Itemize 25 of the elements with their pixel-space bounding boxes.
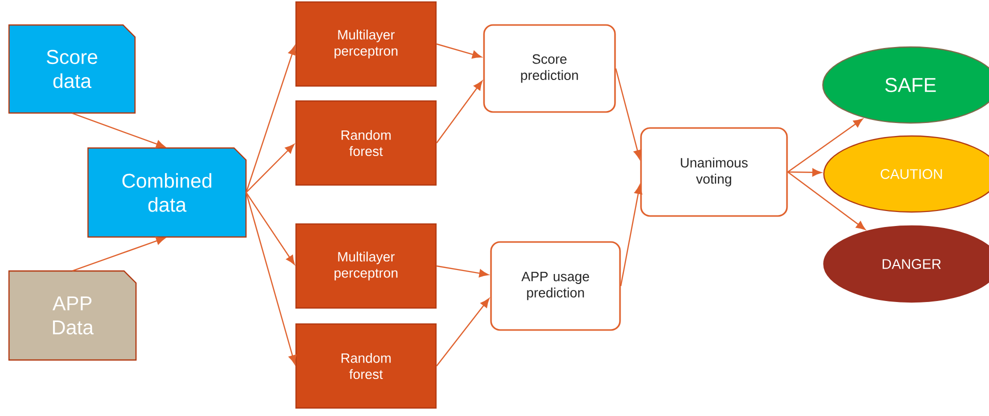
data-box: Combined data: [87, 147, 247, 238]
model-box: Multilayer perceptron: [295, 223, 437, 309]
process-box: APP usage prediction: [490, 241, 621, 331]
arrow: [246, 46, 296, 193]
data-box: Score data: [8, 24, 136, 114]
arrow: [436, 43, 482, 58]
arrow: [72, 112, 166, 148]
arrow: [246, 192, 296, 364]
arrow: [246, 144, 294, 193]
arrow: [615, 68, 642, 160]
data-box: APP Data: [8, 270, 137, 361]
arrow: [436, 265, 489, 278]
model-box: Random forest: [295, 100, 437, 186]
model-box: Random forest: [295, 323, 437, 409]
arrow: [436, 80, 482, 144]
arrow: [620, 184, 642, 286]
arrow: [787, 172, 866, 230]
process-box: Score prediction: [483, 24, 616, 113]
arrow: [788, 168, 822, 176]
arrow: [72, 236, 166, 272]
arrow: [436, 298, 490, 366]
arrow: [787, 118, 863, 172]
model-box: Multilayer perceptron: [295, 1, 437, 87]
process-box: Unanimous voting: [640, 127, 788, 217]
arrow: [246, 192, 295, 265]
